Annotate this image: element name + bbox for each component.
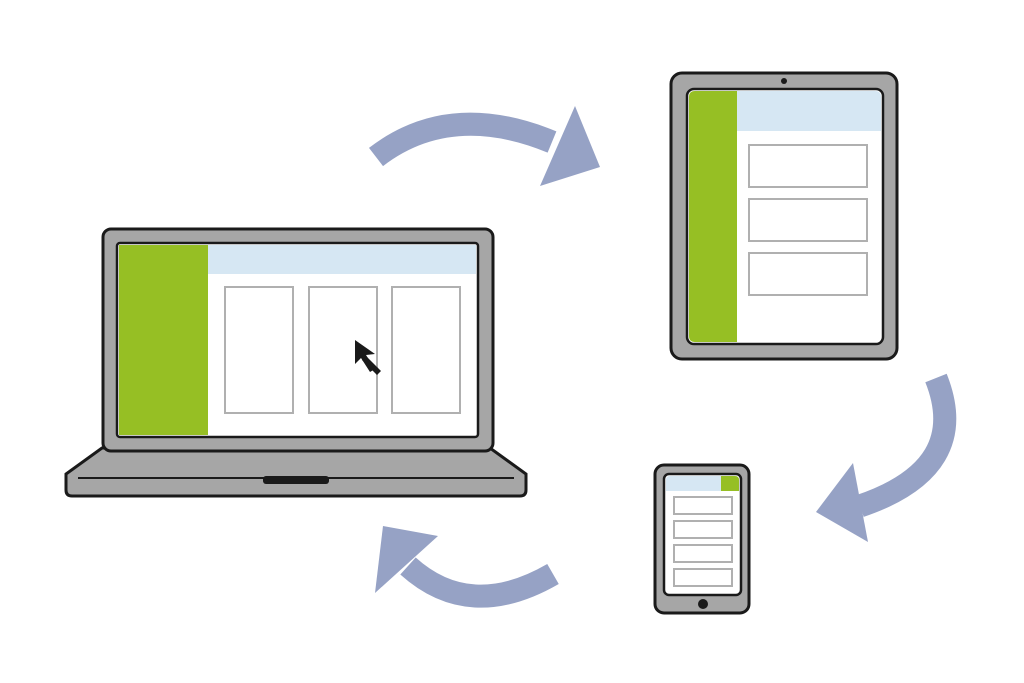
tablet-screen [685,87,885,346]
arrow-tablet-to-phone-shaft [856,373,957,517]
arrow-phone-to-laptop-head [375,526,438,593]
arrow-phone-to-laptop [375,526,559,608]
laptop-trackpad-notch [263,476,329,484]
laptop-icon [64,227,528,498]
tablet-content-row [748,144,868,188]
tablet-content-row [748,252,868,296]
cursor-tail [362,356,381,375]
arrow-laptop-to-tablet [368,106,600,186]
phone-menu-corner [721,476,739,491]
phone-icon [653,463,751,615]
tablet-icon [669,71,899,361]
phone-content-row [673,520,733,539]
tablet-header-bar [737,91,881,131]
phone-content-row [673,568,733,587]
arrow-tablet-to-phone-head [816,463,868,542]
arrow-phone-to-laptop-shaft [400,557,559,608]
laptop-sidebar [119,245,208,435]
laptop-header-bar [208,245,476,274]
laptop-screen [115,241,480,439]
tablet-content-row [748,198,868,242]
cycle-arrows [368,106,957,608]
laptop-base [64,446,528,498]
arrow-laptop-to-tablet-shaft [368,112,557,167]
arrow-laptop-to-tablet-head [540,106,600,186]
tablet-camera [781,78,787,84]
laptop-content-column [391,286,461,414]
phone-header-bar [666,476,721,491]
phone-content-row [673,544,733,563]
phone-screen [662,472,743,597]
phone-home-button [698,599,708,609]
phone-content-row [673,496,733,515]
laptop-content-column [224,286,294,414]
tablet-sidebar [689,91,737,342]
arrow-tablet-to-phone [816,373,957,542]
